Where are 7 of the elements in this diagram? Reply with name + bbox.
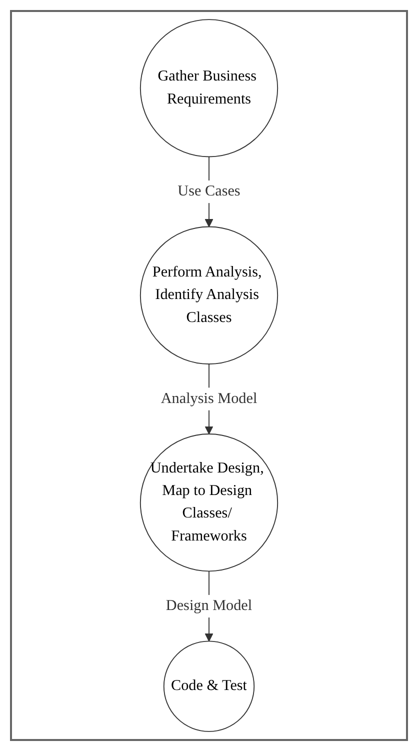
process-ellipse: Undertake Design, Map to Design Classes/ Frameworks (140, 434, 278, 572)
edge-label: Design Model (166, 594, 252, 618)
process-ellipse: Perform Analysis, Identify Analysis Classes (140, 226, 278, 364)
edge-label: Use Cases (178, 180, 240, 204)
process-ellipse: Code & Test (163, 640, 255, 732)
process-ellipse: Gather Business Requirements (140, 19, 278, 158)
edge-label: Analysis Model (160, 388, 258, 410)
